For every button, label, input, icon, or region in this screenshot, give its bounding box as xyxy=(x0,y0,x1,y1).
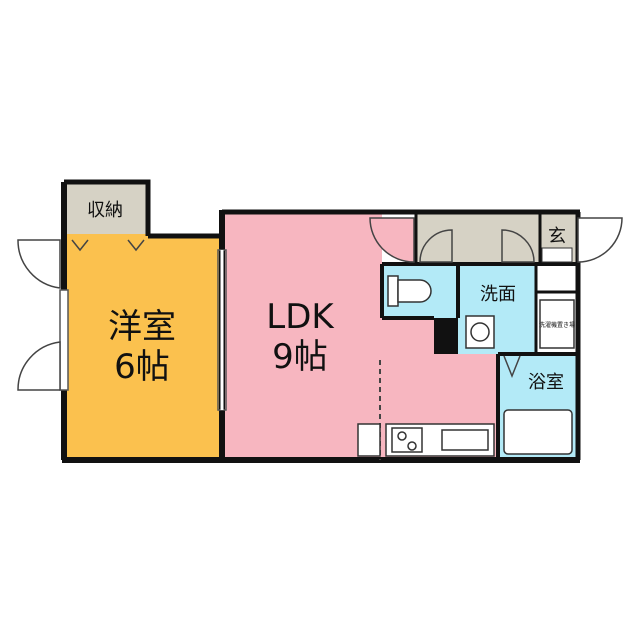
ldk-size: 9帖 xyxy=(272,337,328,377)
storage-label: 収納 xyxy=(87,200,123,221)
washer-space-label: 洗濯機置き場 xyxy=(539,321,575,329)
western-room-size: 6帖 xyxy=(114,347,170,387)
pipe-shaft xyxy=(434,318,458,354)
bathroom-label: 浴室 xyxy=(528,372,564,393)
fridge-space xyxy=(357,423,381,457)
western-room-label: 洋室 xyxy=(108,307,176,347)
wash-basin xyxy=(465,315,495,349)
ldk-label: LDK xyxy=(266,297,335,337)
entrance-label: 玄 xyxy=(548,226,566,247)
kitchen-counter xyxy=(385,423,495,457)
windows xyxy=(59,249,227,411)
storage-fill xyxy=(62,182,148,234)
doors xyxy=(17,217,623,391)
toilet-fixture xyxy=(387,275,432,307)
shoe-box xyxy=(541,247,573,263)
bathtub xyxy=(503,409,573,455)
ldk-fill xyxy=(222,212,382,460)
western-room-fill xyxy=(62,234,222,460)
washer-box xyxy=(539,299,575,349)
washroom-label: 洗面 xyxy=(480,284,516,305)
